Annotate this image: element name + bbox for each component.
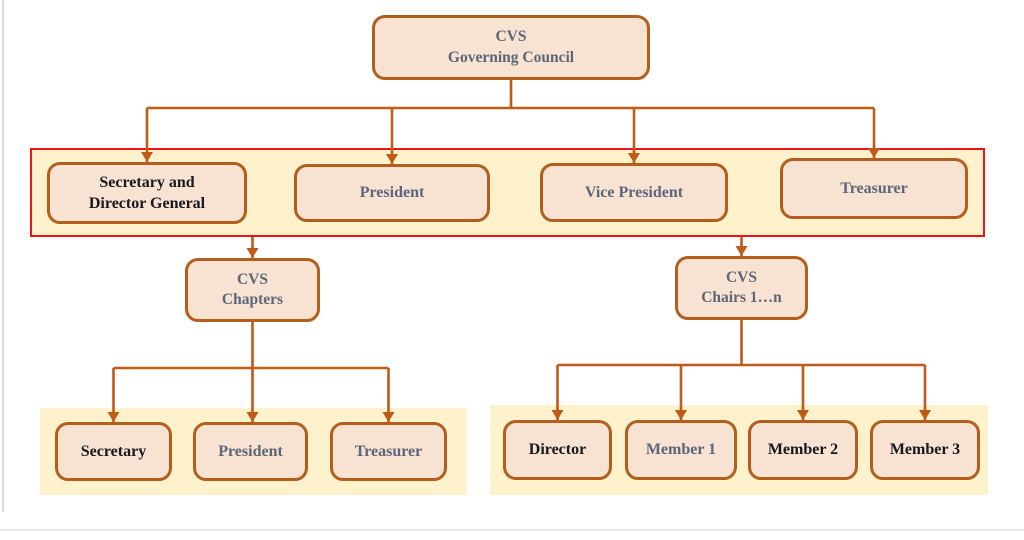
org-node-label: Member 1 <box>645 441 717 459</box>
connector-council-bar <box>147 80 874 110</box>
connector-chapters-bar <box>113 322 389 370</box>
org-node-secretary-director-general: Secretary and Director General <box>47 162 247 224</box>
org-node-label: Chairs 1…n <box>701 289 782 306</box>
org-node-cvs-chapters: CVS Chapters <box>185 258 320 322</box>
org-node-label: Secretary <box>80 442 147 460</box>
org-node-chapter-treasurer: Treasurer <box>330 422 447 481</box>
org-node-label: Director <box>528 441 587 459</box>
page-edge-left <box>2 0 4 512</box>
org-node-label: CVS <box>725 268 757 286</box>
org-node-vice-president: Vice President <box>540 163 728 222</box>
org-node-president: President <box>294 164 490 222</box>
org-node-label: Member 2 <box>767 441 839 459</box>
org-node-label: Treasurer <box>840 179 908 197</box>
org-node-treasurer: Treasurer <box>780 158 968 219</box>
page-edge-bottom <box>0 529 1024 531</box>
org-node-chair-member2: Member 2 <box>748 420 858 480</box>
org-node-cvs-chairs: CVS Chairs 1…n <box>675 256 808 320</box>
org-node-chair-director: Director <box>503 420 612 480</box>
org-node-label: CVS <box>236 270 268 288</box>
org-node-chapter-secretary: Secretary <box>55 422 172 481</box>
org-node-label: CVS <box>495 28 527 46</box>
org-node-label: Treasurer <box>354 442 423 460</box>
org-node-label: Member 3 <box>889 441 961 459</box>
org-node-label: Vice President <box>584 183 684 201</box>
org-node-chapter-president: President <box>193 422 308 481</box>
org-node-label: Director General <box>88 195 206 212</box>
org-node-label: Secretary and <box>99 173 195 191</box>
org-node-label: Governing Council <box>447 48 575 66</box>
org-node-chair-member3: Member 3 <box>870 420 980 480</box>
org-node-chair-member1: Member 1 <box>625 420 737 480</box>
org-node-label: President <box>218 442 283 460</box>
connector-chairs-bar <box>557 320 925 367</box>
org-node-label: President <box>359 184 425 202</box>
org-node-label: Chapters <box>221 291 284 308</box>
org-node-governing-council: CVS Governing Council <box>372 15 650 80</box>
